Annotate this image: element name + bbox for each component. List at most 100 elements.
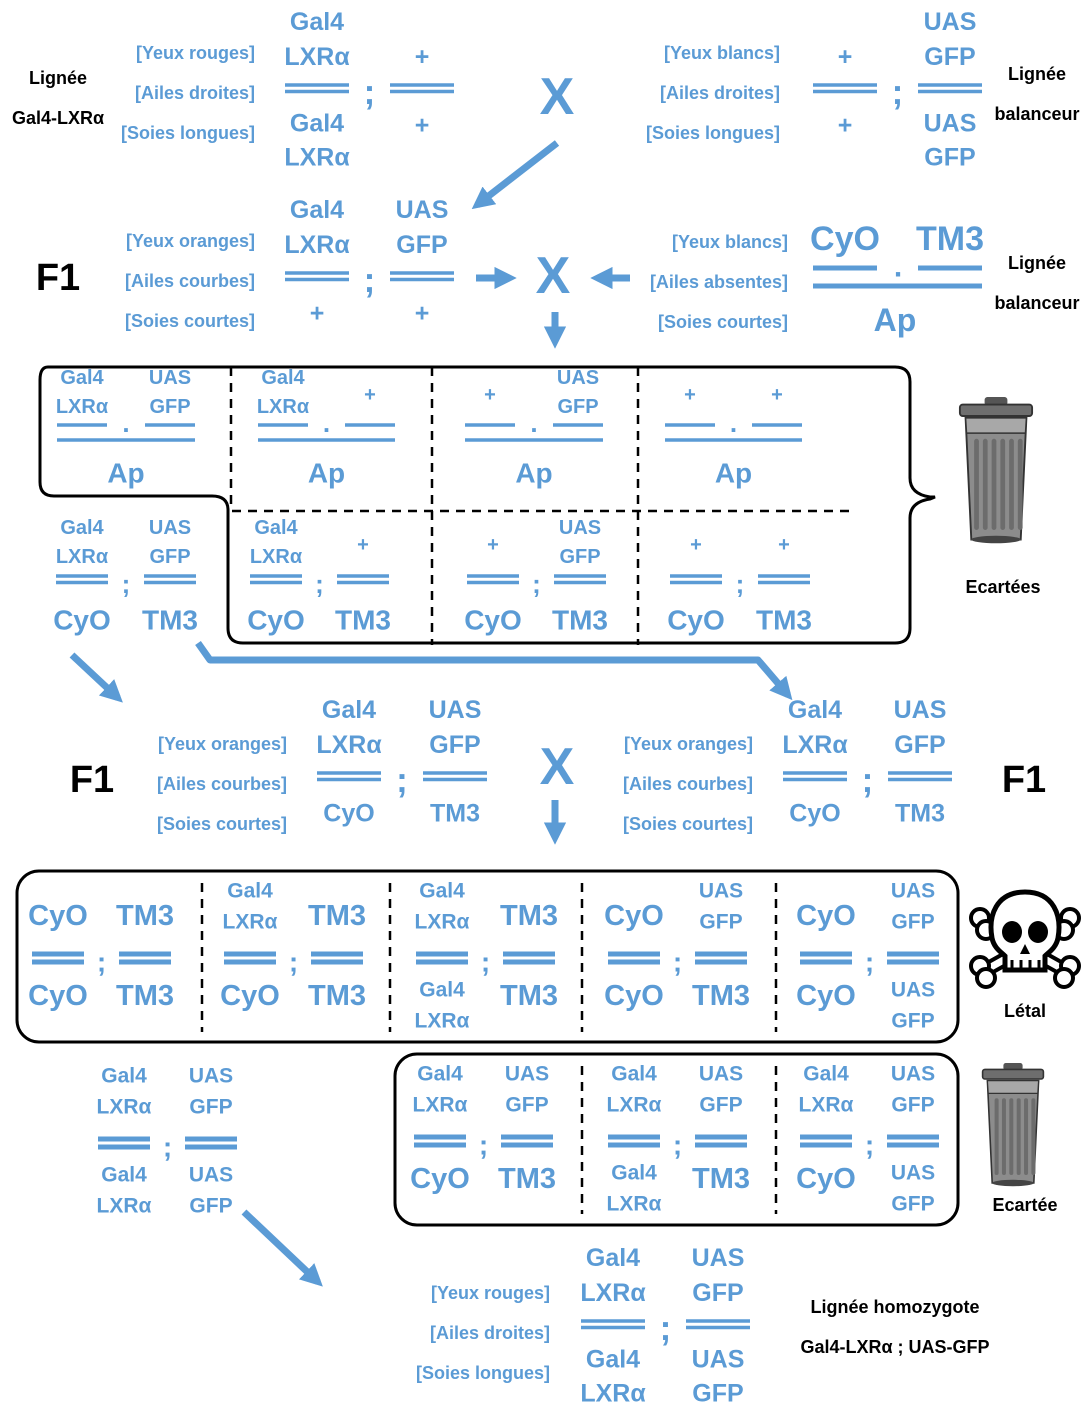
label: Ap [715, 458, 752, 489]
label: LXRα [284, 231, 350, 259]
line-name-label: Lignée [1008, 64, 1066, 84]
label: CyO [28, 980, 88, 1012]
label: ; [862, 761, 874, 800]
label: Gal4 [101, 1164, 147, 1187]
label: TM3 [916, 220, 984, 258]
phenotype-final: [Yeux rouges][Ailes droites][Soies longu… [416, 1283, 550, 1383]
line-name-label: Lignée [1008, 253, 1066, 273]
label: + [838, 112, 853, 140]
label: Gal4 [254, 517, 298, 539]
label: GFP [692, 1380, 743, 1408]
label: UAS [891, 1162, 935, 1185]
label: LXRα [223, 911, 278, 934]
label: CyO [323, 800, 374, 828]
label: GFP [891, 1094, 934, 1117]
label: GFP [429, 731, 480, 759]
label: TM3 [692, 1163, 750, 1195]
phenotype-line: [Ailes courbes] [157, 774, 287, 794]
label: TM3 [552, 605, 608, 636]
label: GFP [189, 1096, 232, 1119]
label: Ap [515, 458, 552, 489]
label: UAS [149, 517, 191, 539]
label: LXRα [413, 1094, 468, 1117]
label: CyO [789, 800, 840, 828]
label: TM3 [430, 800, 480, 828]
label: GFP [396, 231, 447, 259]
label: CyO [247, 605, 305, 636]
skull-crossbones-icon [969, 889, 1081, 989]
label: TM3 [500, 980, 558, 1012]
label: Gal4 [419, 979, 465, 1002]
phenotype-f1-b: [Yeux oranges][Ailes courbes][Soies cour… [623, 734, 753, 834]
label: ; [481, 947, 490, 978]
label: Gal4 [227, 880, 273, 903]
label: TM3 [895, 800, 945, 828]
label: GFP [189, 1195, 232, 1218]
phenotype-line: [Soies longues] [416, 1363, 550, 1383]
label: UAS [396, 196, 449, 224]
label: UAS [189, 1065, 233, 1088]
label: UAS [924, 110, 977, 138]
discarded-label: Ecartées [965, 577, 1040, 597]
label: . [730, 408, 737, 438]
phenotype-line: [Yeux rouges] [431, 1283, 550, 1303]
label: LXRα [284, 144, 350, 172]
label: LXRα [799, 1094, 854, 1117]
label: + [415, 43, 430, 71]
discarded-group-frame [38, 365, 936, 645]
label: GFP [149, 396, 190, 418]
label: ; [660, 1309, 672, 1348]
label: Gal4 [290, 196, 344, 224]
label: CyO [464, 605, 522, 636]
label: ; [736, 569, 745, 599]
label: CyO [667, 605, 725, 636]
label: ; [865, 947, 874, 978]
label: + [357, 534, 369, 556]
label: GFP [692, 1279, 743, 1307]
generation-label: F1 [1002, 759, 1046, 801]
label: UAS [189, 1164, 233, 1187]
line-name-label: Lignée [29, 68, 87, 88]
arrow-icon [69, 652, 123, 703]
label: Gal4 [290, 110, 344, 138]
label: Gal4 [417, 1063, 463, 1086]
phenotype-line: [Yeux rouges] [136, 43, 255, 63]
label: Gal4 [101, 1065, 147, 1088]
label: ; [97, 947, 106, 978]
trash-can-icon [958, 397, 1034, 544]
label: UAS [692, 1244, 745, 1272]
phenotype-line: [Ailes courbes] [125, 271, 255, 291]
label: GFP [891, 1193, 934, 1216]
label: TM3 [498, 1163, 556, 1195]
label: + [684, 384, 696, 406]
label: Gal4 [261, 367, 305, 389]
label: ; [364, 73, 376, 112]
label: UAS [699, 880, 743, 903]
label: Gal4 [419, 880, 465, 903]
label: UAS [559, 517, 601, 539]
label: GFP [891, 1010, 934, 1033]
label: UAS [149, 367, 191, 389]
label: LXRα [607, 1094, 662, 1117]
phenotype-f1-left: [Yeux oranges][Ailes courbes][Soies cour… [125, 231, 255, 331]
label: + [690, 534, 702, 556]
label: + [364, 384, 376, 406]
phenotype-line: [Ailes droites] [660, 83, 780, 103]
label: GFP [699, 911, 742, 934]
label: Ap [874, 302, 917, 338]
label: LXRα [580, 1380, 646, 1408]
